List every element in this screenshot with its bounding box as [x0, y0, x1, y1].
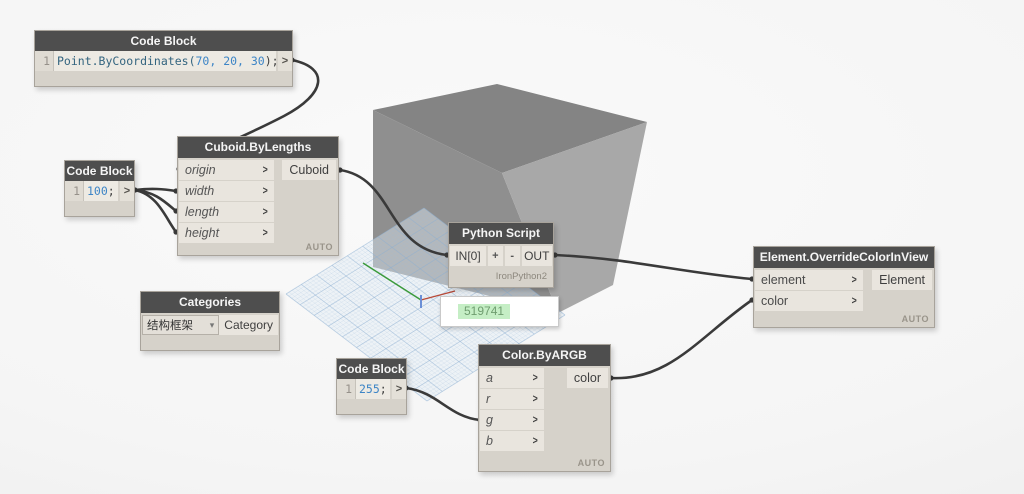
cube-top-face	[373, 84, 647, 173]
code-line[interactable]: 1 255; >	[337, 379, 406, 399]
input-port-width[interactable]: width>	[179, 181, 274, 201]
port-arrow-icon: >	[532, 372, 538, 384]
preview-bubble[interactable]: 519741	[440, 296, 559, 327]
preview-value[interactable]: 519741	[458, 304, 511, 319]
output-port[interactable]: >	[392, 379, 406, 399]
code-number: 100	[87, 184, 108, 198]
node-title[interactable]: Categories	[141, 292, 279, 313]
wire-255-to-g[interactable]	[404, 386, 482, 422]
node-code-block-100[interactable]: Code Block 1 100; >	[64, 160, 135, 217]
node-color-byargb[interactable]: Color.ByARGB a> r> g> b> color AUTO	[478, 344, 611, 472]
node-code-block-255[interactable]: Code Block 1 255; >	[336, 358, 407, 415]
remove-input-button[interactable]: -	[504, 246, 520, 266]
node-code-block-point[interactable]: Code Block 1 Point.ByCoordinates(70, 20,…	[34, 30, 293, 87]
port-arrow-icon: >	[532, 435, 538, 447]
lacing-badge[interactable]: AUTO	[305, 242, 333, 252]
line-number: 1	[35, 51, 54, 71]
output-port[interactable]: >	[120, 181, 134, 201]
chevron-down-icon: ▾	[209, 319, 215, 330]
input-port-g[interactable]: g>	[480, 410, 544, 430]
code-input[interactable]: 255;	[356, 379, 390, 399]
port-arrow-icon: >	[262, 227, 268, 239]
add-input-button[interactable]: +	[488, 246, 503, 266]
node-element-overridecolorinview[interactable]: Element.OverrideColorInView element> col…	[753, 246, 935, 328]
cube-right-face	[502, 122, 647, 313]
port-arrow-icon: >	[262, 164, 268, 176]
lacing-badge[interactable]: AUTO	[577, 458, 605, 468]
port-arrow-icon: >	[851, 295, 857, 307]
code-identifier: Point.ByCoordinates	[57, 54, 189, 68]
code-semi: ;	[379, 382, 387, 396]
port-arrow-icon: >	[851, 274, 857, 286]
axis-x-red	[420, 290, 456, 301]
output-port-out[interactable]: OUT	[521, 246, 552, 266]
input-port-height[interactable]: height>	[179, 223, 274, 243]
code-line[interactable]: 1 100; >	[65, 181, 134, 201]
node-title[interactable]: Code Block	[65, 161, 134, 181]
code-input[interactable]: Point.ByCoordinates(70, 20, 30);	[54, 51, 276, 71]
port-arrow-icon: >	[532, 393, 538, 405]
wire-color-to-color[interactable]	[609, 298, 754, 380]
lacing-badge[interactable]: AUTO	[901, 314, 929, 324]
code-number: 255	[359, 382, 380, 396]
port-arrow-icon: >	[262, 206, 268, 218]
code-semi: ;	[107, 184, 115, 198]
input-port-b[interactable]: b>	[480, 431, 544, 451]
node-categories[interactable]: Categories 结构框架 ▾ Category	[140, 291, 280, 351]
output-port-color[interactable]: color	[566, 368, 608, 388]
input-port-r[interactable]: r>	[480, 389, 544, 409]
input-port-color[interactable]: color>	[755, 291, 863, 311]
node-title[interactable]: Python Script	[449, 223, 553, 244]
input-port-length[interactable]: length>	[179, 202, 274, 222]
output-port-category[interactable]: Category	[219, 315, 278, 335]
code-line[interactable]: 1 Point.ByCoordinates(70, 20, 30); >	[35, 51, 292, 71]
node-python-script[interactable]: Python Script IN[0] + - OUT IronPython2	[448, 222, 554, 288]
port-arrow-icon: >	[262, 185, 268, 197]
node-title[interactable]: Code Block	[337, 359, 406, 379]
output-port-element[interactable]: Element	[872, 270, 932, 290]
node-title[interactable]: Code Block	[35, 31, 292, 51]
node-cuboid-bylengths[interactable]: Cuboid.ByLengths origin> width> length> …	[177, 136, 339, 256]
code-paren: (	[188, 54, 196, 68]
code-numbers: 70, 20, 30	[195, 54, 265, 68]
wire-cuboid-to-python[interactable]	[338, 168, 449, 257]
line-number: 1	[337, 379, 356, 399]
category-dropdown[interactable]: 结构框架 ▾	[142, 315, 220, 335]
wires	[133, 58, 754, 422]
node-title[interactable]: Color.ByARGB	[479, 345, 610, 366]
node-title[interactable]: Element.OverrideColorInView	[754, 247, 934, 268]
axis-y-green	[362, 262, 422, 301]
wire-100-to-height[interactable]	[133, 188, 178, 234]
dropdown-value: 结构框架	[147, 320, 193, 332]
input-port-a[interactable]: a>	[480, 368, 544, 388]
input-port-element[interactable]: element>	[755, 270, 863, 290]
python-engine-label: IronPython2	[495, 271, 547, 282]
line-number: 1	[65, 181, 84, 201]
output-port[interactable]: >	[278, 51, 292, 71]
code-close: );	[264, 54, 276, 68]
wire-python-to-element[interactable]	[553, 253, 754, 281]
code-input[interactable]: 100;	[84, 181, 118, 201]
port-arrow-icon: >	[532, 414, 538, 426]
node-title[interactable]: Cuboid.ByLengths	[178, 137, 338, 158]
input-port-in0[interactable]: IN[0]	[450, 246, 486, 266]
output-port-cuboid[interactable]: Cuboid	[282, 160, 336, 180]
input-port-origin[interactable]: origin>	[179, 160, 274, 180]
